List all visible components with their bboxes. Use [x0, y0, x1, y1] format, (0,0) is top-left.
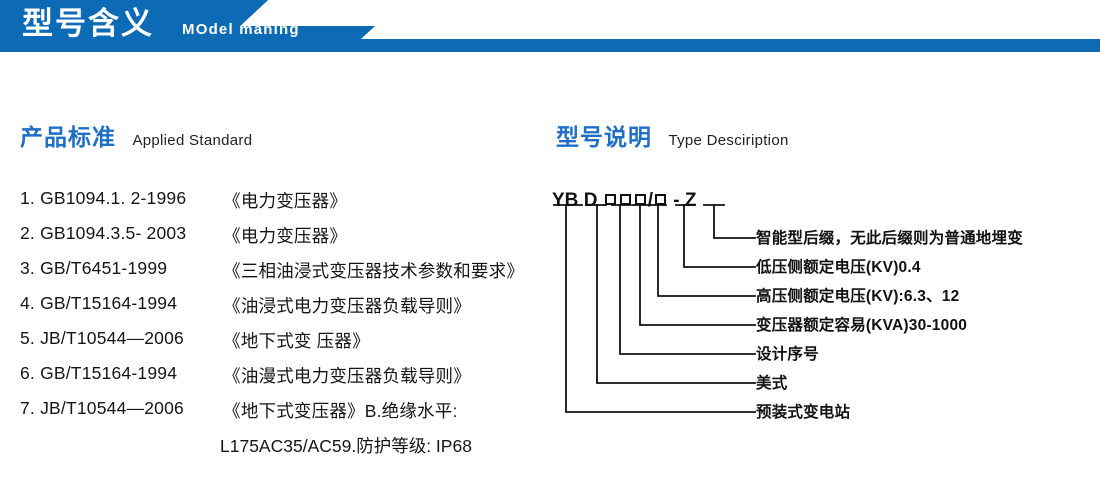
list-item-name: 《电力变压器》 [223, 191, 348, 211]
type-code-box-hv [619, 194, 631, 205]
page-subtitle: MOdel maning [182, 21, 300, 38]
list-item-code: GB/T15164-1994 [40, 293, 178, 313]
list-item-number: 1. [20, 188, 35, 208]
section-heading-cn: 型号说明 [556, 124, 652, 150]
list-item-number: 3. [20, 258, 35, 278]
type-description-suffix: 智能型后缀，无此后缀则为普通地埋变 [756, 230, 1023, 247]
list-item-number: 4. [20, 293, 35, 313]
section-heading-en: Type Desciription [668, 132, 789, 149]
section-heading-cn: 产品标准 [20, 124, 116, 150]
leader-lines [553, 204, 756, 413]
type-description-american-style: 美式 [756, 375, 788, 392]
type-designation-diagram: YB D / - Z 智能型后缀，无此后缀则 [552, 190, 1092, 440]
list-item-name: 《地下式变压器》B.绝缘水平: [223, 401, 458, 421]
type-description-substation: 预装式变电站 [756, 404, 851, 421]
list-item: 5. JB/T10544—2006 《地下式变 压器》 [20, 328, 550, 363]
list-item-number: 6. [20, 363, 35, 383]
type-description-design-no: 设计序号 [756, 346, 819, 363]
list-item-number: 2. [20, 223, 35, 243]
list-item-code: GB1094.3.5- 2003 [40, 223, 187, 243]
type-description-hv-voltage: 高压侧额定电压(KV):6.3、12 [756, 288, 960, 305]
type-code-box-capacity [604, 194, 616, 205]
list-item-name: 《油浸式电力变压器负载导则》 [223, 296, 471, 316]
list-item-name: 《电力变压器》 [223, 226, 348, 246]
type-description-capacity: 变压器额定容易(KVA)30-1000 [756, 317, 968, 334]
list-item-name: 《油漫式电力变压器负载导则》 [223, 366, 471, 386]
list-item-code: JB/T10544—2006 [40, 398, 184, 418]
type-code-box-lv [654, 194, 666, 205]
list-item-number: 7. [20, 398, 35, 418]
header-banner-shape [0, 0, 1100, 52]
list-item-code: GB/T15164-1994 [40, 363, 178, 383]
type-description-lv-voltage: 低压侧额定电压(KV)0.4 [756, 259, 921, 276]
type-code-part-z: Z [684, 190, 697, 211]
list-item: 2. GB1094.3.5- 2003 《电力变压器》 [20, 223, 550, 258]
list-item-code: GB1094.1. 2-1996 [40, 188, 187, 208]
page-header: 型号含义 MOdel maning [0, 0, 1100, 52]
list-item: 3. GB/T6451-1999 《三相油浸式变压器技术参数和要求》 [20, 258, 550, 293]
list-item: 1. GB1094.1. 2-1996 《电力变压器》 [20, 188, 550, 223]
list-item-code: JB/T10544—2006 [40, 328, 184, 348]
section-heading-type-description: 型号说明 Type Desciription [556, 118, 789, 152]
list-item-name: 《三相油浸式变压器技术参数和要求》 [223, 261, 525, 281]
page-title: 型号含义 [22, 6, 154, 41]
list-item: 6. GB/T15164-1994 《油漫式电力变压器负载导则》 [20, 363, 550, 398]
list-item: 4. GB/T15164-1994 《油浸式电力变压器负载导则》 [20, 293, 550, 328]
section-heading-applied-standard: 产品标准 Applied Standard [20, 118, 252, 152]
type-code-dash: - [673, 190, 680, 211]
list-item-continuation: L175AC35/AC59.防护等级: IP68 [220, 436, 472, 456]
list-item-number: 5. [20, 328, 35, 348]
list-item: 7. JB/T10544—2006 《地下式变压器》B.绝缘水平: [20, 398, 550, 433]
standards-list: 1. GB1094.1. 2-1996 《电力变压器》 2. GB1094.3.… [20, 188, 550, 468]
list-item-code: GB/T6451-1999 [40, 258, 168, 278]
type-code-box-design [634, 194, 646, 205]
list-item-name: 《地下式变 压器》 [223, 331, 370, 351]
section-heading-en: Applied Standard [132, 132, 253, 149]
type-code-slash: / [647, 190, 653, 211]
